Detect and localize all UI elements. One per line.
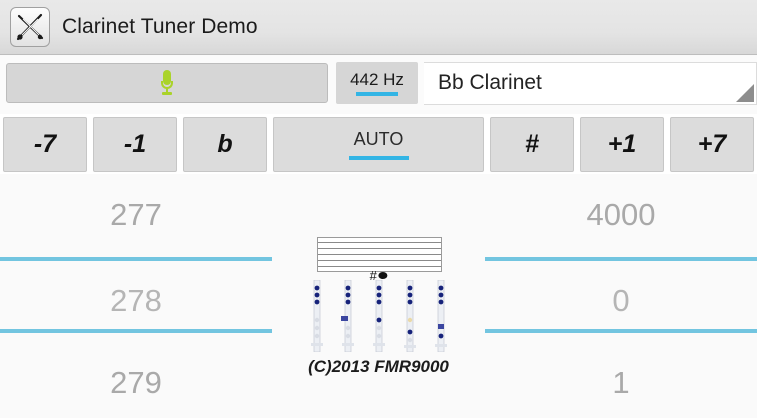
sharp-accidental-icon: # [369, 268, 377, 283]
notation-panel: # [272, 175, 485, 418]
frequency-spinner[interactable]: 277 278 279 [0, 175, 272, 418]
cents-spinner[interactable]: 4000 0 1 [485, 175, 757, 418]
clarinet-fingering-icon [305, 279, 329, 353]
cents-spinner-current[interactable]: 0 [612, 283, 630, 318]
transpose-minus-1-label: -1 [123, 129, 147, 158]
instrument-select[interactable]: Bb Clarinet [424, 61, 757, 105]
clarinet-fingering-icon [398, 279, 422, 353]
reference-pitch-label: 442 Hz [350, 69, 404, 89]
microphone-button[interactable] [6, 63, 328, 103]
auto-button-underline [348, 155, 409, 160]
clarinet-fingering-icon [367, 279, 391, 353]
instrument-select-value: Bb Clarinet [438, 71, 542, 94]
transpose-plus-1[interactable]: +1 [580, 116, 664, 172]
transpose-plus-7-label: +7 [697, 129, 727, 158]
note-with-accidental: # [370, 269, 387, 282]
cents-spinner-rule-top [485, 257, 757, 261]
flat-button[interactable]: b [183, 116, 267, 172]
reference-pitch-underline [356, 91, 398, 96]
frequency-spinner-rule-bottom [0, 329, 272, 333]
cents-spinner-next[interactable]: 1 [612, 365, 630, 400]
auto-button[interactable]: AUTO [273, 116, 484, 172]
toolbar: 442 Hz Bb Clarinet [0, 56, 757, 110]
window-title: Clarinet Tuner Demo [62, 15, 258, 38]
flat-button-label: b [217, 129, 233, 158]
frequency-spinner-previous[interactable]: 277 [110, 197, 162, 232]
frequency-spinner-next[interactable]: 279 [110, 365, 162, 400]
fingering-chart-group [284, 279, 474, 353]
sharp-button-label: # [525, 129, 539, 158]
crossed-clarinets-icon [10, 7, 50, 47]
frequency-spinner-rule-top [0, 257, 272, 261]
transpose-plus-1-label: +1 [607, 129, 637, 158]
title-bar: Clarinet Tuner Demo [0, 0, 757, 55]
auto-button-label: AUTO [353, 128, 404, 149]
transpose-minus-1[interactable]: -1 [93, 116, 177, 172]
transpose-plus-7[interactable]: +7 [670, 116, 754, 172]
tuner-display: 277 278 279 # [0, 175, 757, 418]
sharp-button[interactable]: # [490, 116, 574, 172]
note-head-icon [377, 272, 387, 279]
transpose-minus-7[interactable]: -7 [3, 116, 87, 172]
transpose-button-row: -7 -1 b AUTO # +1 +7 [0, 114, 757, 174]
cents-spinner-previous[interactable]: 4000 [586, 197, 656, 232]
music-staff: # [317, 237, 442, 282]
dropdown-triangle-icon [736, 83, 754, 102]
clarinet-fingering-icon [429, 279, 453, 353]
clarinet-fingering-icon [336, 279, 360, 353]
reference-pitch-tab[interactable]: 442 Hz [336, 62, 418, 104]
frequency-spinner-current[interactable]: 278 [110, 283, 162, 318]
cents-spinner-rule-bottom [485, 329, 757, 333]
microphone-icon [160, 70, 174, 96]
transpose-minus-7-label: -7 [33, 129, 57, 158]
copyright-text: (C)2013 FMR9000 [308, 357, 449, 376]
